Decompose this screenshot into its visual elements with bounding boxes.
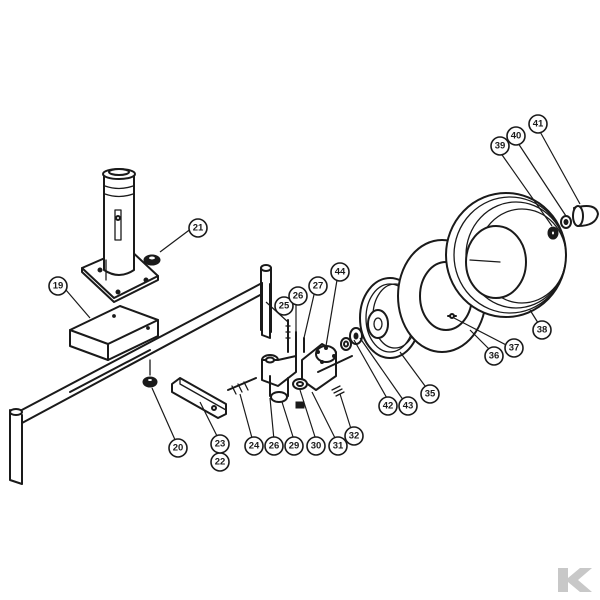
- callout-39: 39: [490, 136, 510, 156]
- frame-tube: [9, 264, 272, 485]
- pin-parts-25-26-27: [285, 319, 305, 357]
- callout-40: 40: [506, 126, 526, 146]
- svg-text:19: 19: [53, 281, 64, 292]
- callout-43: 43: [398, 396, 418, 416]
- callout-20: 20: [168, 438, 188, 458]
- callout-30: 30: [306, 436, 326, 456]
- svg-text:40: 40: [511, 131, 522, 142]
- svg-text:41: 41: [533, 119, 544, 130]
- callout-19: 19: [48, 276, 68, 296]
- callout-36: 36: [484, 346, 504, 366]
- svg-text:26: 26: [269, 441, 280, 452]
- washer-part-39: [547, 226, 559, 240]
- callout-24: 24: [244, 436, 264, 456]
- svg-text:27: 27: [313, 281, 324, 292]
- svg-text:31: 31: [333, 441, 344, 452]
- callout-31: 31: [328, 436, 348, 456]
- callout-26-lower: 26: [264, 436, 284, 456]
- nut-part-21: [143, 254, 161, 266]
- callout-27: 27: [308, 276, 328, 296]
- svg-text:29: 29: [289, 441, 300, 452]
- tyre-part-38: [445, 192, 567, 318]
- svg-text:39: 39: [495, 141, 506, 152]
- callout-22: 22: [210, 452, 230, 472]
- svg-text:44: 44: [335, 267, 346, 278]
- svg-text:43: 43: [403, 401, 414, 412]
- callout-21: 21: [188, 218, 208, 238]
- svg-text:32: 32: [349, 431, 360, 442]
- valve-part-37: [447, 313, 457, 319]
- hub-cap-part-41: [572, 205, 599, 227]
- svg-text:20: 20: [173, 443, 184, 454]
- pivot-hub: [261, 354, 305, 409]
- mounting-block: [69, 305, 159, 361]
- callout-26-upper: 26: [288, 286, 308, 306]
- nut-part-40: [560, 215, 572, 229]
- svg-text:37: 37: [509, 343, 520, 354]
- axle-housing-part-44: [301, 343, 353, 391]
- washer-part-42: [340, 337, 352, 351]
- callout-42: 42: [378, 396, 398, 416]
- svg-text:22: 22: [215, 457, 226, 468]
- callout-38: 38: [532, 320, 552, 340]
- washer-part-30: [292, 378, 308, 390]
- svg-text:38: 38: [537, 325, 548, 336]
- svg-text:24: 24: [249, 441, 260, 452]
- callout-44: 44: [330, 262, 350, 282]
- callout-29: 29: [284, 436, 304, 456]
- callout-35: 35: [420, 384, 440, 404]
- svg-text:30: 30: [311, 441, 322, 452]
- bolt-part-24: [227, 377, 257, 395]
- callout-41: 41: [528, 114, 548, 134]
- nut-part-20: [142, 359, 158, 388]
- callout-25: 25: [274, 296, 294, 316]
- svg-text:26: 26: [293, 291, 304, 302]
- callout-37: 37: [504, 338, 524, 358]
- arm-bar-part-22-23: [171, 377, 227, 419]
- svg-text:25: 25: [279, 301, 290, 312]
- svg-text:36: 36: [489, 351, 500, 362]
- svg-text:23: 23: [215, 439, 226, 450]
- svg-text:35: 35: [425, 389, 436, 400]
- svg-text:42: 42: [383, 401, 394, 412]
- callout-32: 32: [344, 426, 364, 446]
- spring-part-32: [331, 385, 345, 397]
- svg-text:21: 21: [193, 223, 204, 234]
- callout-23: 23: [210, 434, 230, 454]
- k-logo-icon: [558, 568, 592, 592]
- post-with-baseplate: [81, 168, 159, 303]
- bearing-part-43: [349, 327, 363, 345]
